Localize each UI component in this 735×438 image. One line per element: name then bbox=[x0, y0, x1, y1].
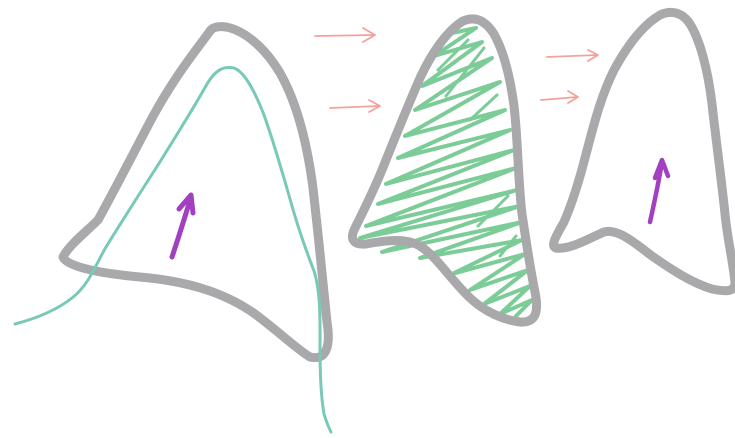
shape-outline-3 bbox=[554, 12, 735, 290]
right-arrow-icon bbox=[330, 100, 380, 112]
up-arrow-icon bbox=[172, 195, 193, 257]
motion-arrows-left bbox=[315, 28, 380, 112]
shape-panel-1 bbox=[15, 27, 331, 432]
motion-arrows-right bbox=[541, 50, 598, 103]
right-arrow-icon bbox=[315, 28, 375, 42]
right-arrow-icon bbox=[547, 50, 598, 61]
shape-panel-2 bbox=[352, 19, 536, 322]
up-arrow-icon bbox=[650, 160, 668, 222]
right-arrow-icon bbox=[541, 91, 578, 103]
shape-panel-3 bbox=[554, 12, 735, 290]
